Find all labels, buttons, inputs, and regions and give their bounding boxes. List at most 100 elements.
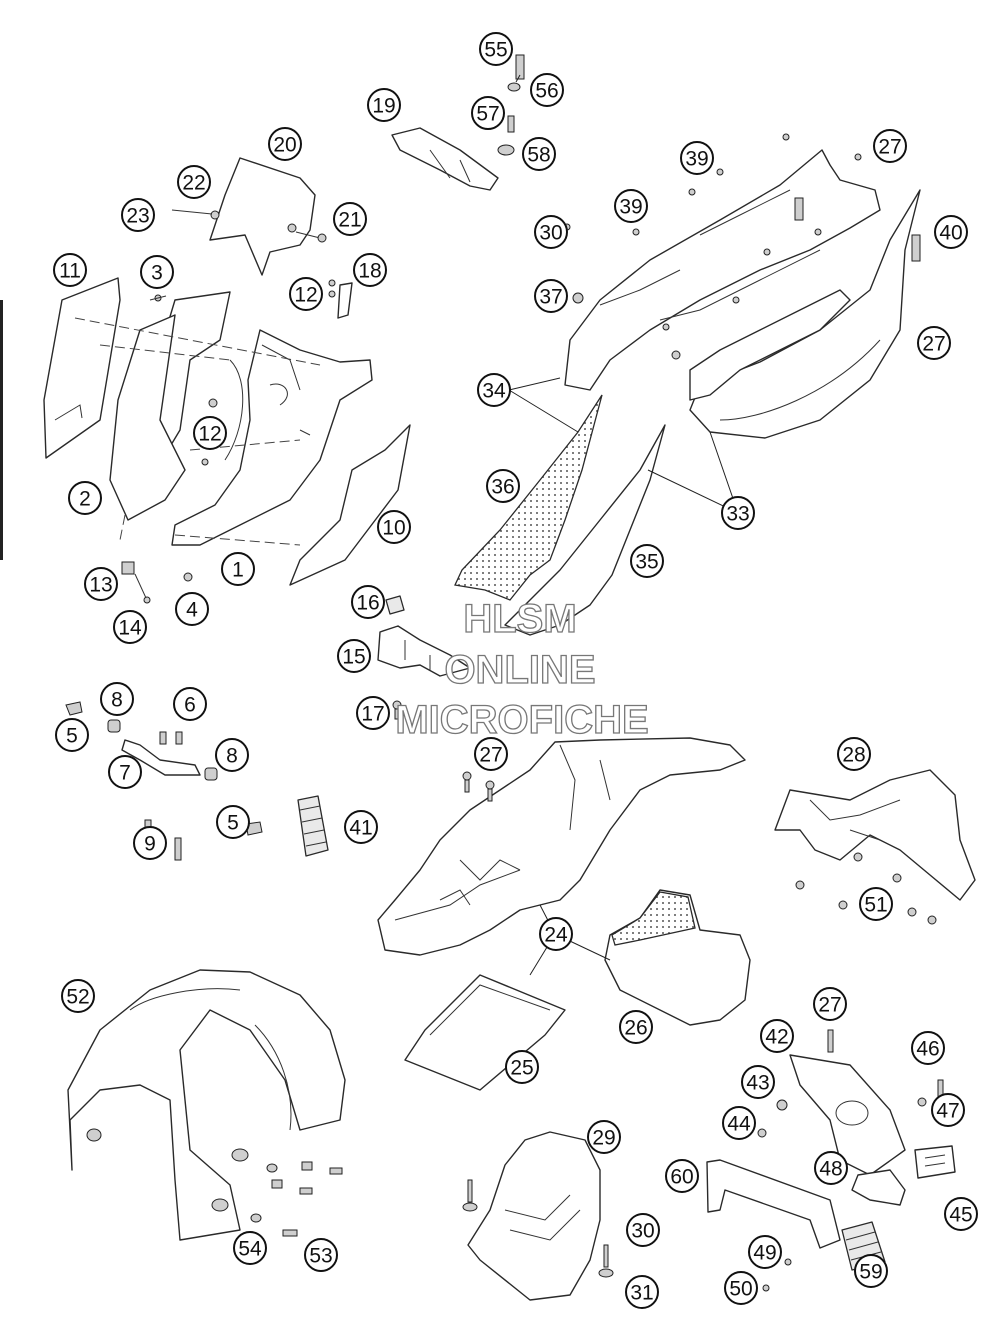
callout-23: 23 xyxy=(121,198,155,232)
callout-circle xyxy=(471,96,505,130)
callout-label: 2 xyxy=(79,488,91,511)
callout-label: 59 xyxy=(859,1261,882,1284)
part-18-bracket xyxy=(337,282,353,319)
callout-16: 16 xyxy=(351,585,385,619)
callout-label: 22 xyxy=(182,172,205,195)
callout-label: 13 xyxy=(89,574,112,597)
callout-label: 17 xyxy=(361,703,384,726)
callout-circle xyxy=(724,1271,758,1305)
callout-label: 1 xyxy=(232,559,244,582)
callout-28: 28 xyxy=(837,737,871,771)
callout-circle xyxy=(356,696,390,730)
callout-circle xyxy=(917,326,951,360)
callout-circle xyxy=(377,510,411,544)
callout-label: 30 xyxy=(539,222,562,245)
callout-label: 27 xyxy=(818,994,841,1017)
callout-label: 27 xyxy=(878,136,901,159)
callout-22: 22 xyxy=(177,165,211,199)
callout-13: 13 xyxy=(84,567,118,601)
frame-bolts xyxy=(563,133,921,360)
watermark-line-1: HLSM xyxy=(463,597,576,641)
callout-label: 29 xyxy=(592,1127,615,1150)
callout-circle xyxy=(353,253,387,287)
part-42-plate-holder xyxy=(789,1054,906,1176)
part-33-tail-cowl xyxy=(689,189,921,439)
callout-circle xyxy=(721,496,755,530)
part-36-side-panel-dotted[interactable] xyxy=(454,394,603,601)
callout-label: 23 xyxy=(126,205,149,228)
callout-label: 41 xyxy=(349,817,372,840)
callout-34: 34 xyxy=(477,373,511,407)
callout-label: 20 xyxy=(273,134,296,157)
callout-49: 49 xyxy=(748,1235,782,1269)
callout-label: 44 xyxy=(727,1113,751,1136)
callout-5: 5 xyxy=(55,718,89,752)
callout-50: 50 xyxy=(724,1271,758,1305)
callout-circle xyxy=(505,1050,539,1084)
callout-circle xyxy=(268,127,302,161)
callout-label: 3 xyxy=(151,262,163,285)
part-41-filter-pad xyxy=(297,795,329,857)
callout-8: 8 xyxy=(215,738,249,772)
part-1-front-cowl xyxy=(171,329,373,546)
callout-label: 52 xyxy=(66,986,89,1009)
callout-39: 39 xyxy=(680,141,714,175)
callout-circle xyxy=(486,469,520,503)
callout-circle xyxy=(911,1031,945,1065)
callout-11: 11 xyxy=(53,253,87,287)
callout-label: 12 xyxy=(198,423,221,446)
callout-circle xyxy=(614,189,648,223)
callout-circle xyxy=(68,481,102,515)
callout-label: 7 xyxy=(119,762,131,785)
callout-41: 41 xyxy=(344,810,378,844)
callout-label: 34 xyxy=(482,380,506,403)
callout-circle xyxy=(534,279,568,313)
callout-54: 54 xyxy=(233,1231,267,1265)
callout-circle xyxy=(344,810,378,844)
callout-label: 5 xyxy=(227,812,239,835)
callout-label: 4 xyxy=(186,599,198,622)
callout-circle xyxy=(530,73,564,107)
part-52-front-fender xyxy=(67,969,346,1241)
callout-48: 48 xyxy=(814,1151,848,1185)
callout-circle xyxy=(333,202,367,236)
callout-label: 60 xyxy=(670,1166,693,1189)
callout-layer: 1234556788910111212131415161718192021222… xyxy=(53,32,978,1309)
callout-circle xyxy=(474,737,508,771)
callout-circle xyxy=(619,1010,653,1044)
part-2-lower-panel xyxy=(109,314,186,521)
part-7-bracket-arm xyxy=(121,739,201,776)
callout-44: 44 xyxy=(722,1106,756,1140)
callout-label: 42 xyxy=(765,1026,788,1049)
callout-circle xyxy=(100,682,134,716)
callout-circle xyxy=(854,1254,888,1288)
callout-10: 10 xyxy=(377,510,411,544)
callout-label: 25 xyxy=(510,1057,533,1080)
callout-label: 46 xyxy=(916,1038,939,1061)
callout-circle xyxy=(337,639,371,673)
callout-label: 24 xyxy=(544,924,568,947)
part-19-top-bracket xyxy=(391,127,499,191)
callout-circle xyxy=(84,567,118,601)
callout-label: 19 xyxy=(372,95,395,118)
callout-26: 26 xyxy=(619,1010,653,1044)
callout-label: 18 xyxy=(358,260,381,283)
callout-label: 54 xyxy=(238,1238,262,1261)
callout-circle xyxy=(760,1019,794,1053)
callout-27: 27 xyxy=(474,737,508,771)
callout-46: 46 xyxy=(911,1031,945,1065)
part-20-windscreen xyxy=(209,157,316,276)
callout-circle xyxy=(53,253,87,287)
callout-label: 39 xyxy=(619,196,642,219)
page-edge-bar xyxy=(0,300,3,560)
callout-circle xyxy=(121,198,155,232)
callout-42: 42 xyxy=(760,1019,794,1053)
callout-label: 10 xyxy=(382,517,405,540)
callout-circle xyxy=(534,215,568,249)
callout-29: 29 xyxy=(587,1120,621,1154)
callout-circle xyxy=(479,32,513,66)
callout-55: 55 xyxy=(479,32,513,66)
callout-circle xyxy=(108,755,142,789)
callout-circle xyxy=(55,718,89,752)
callout-circle xyxy=(813,987,847,1021)
